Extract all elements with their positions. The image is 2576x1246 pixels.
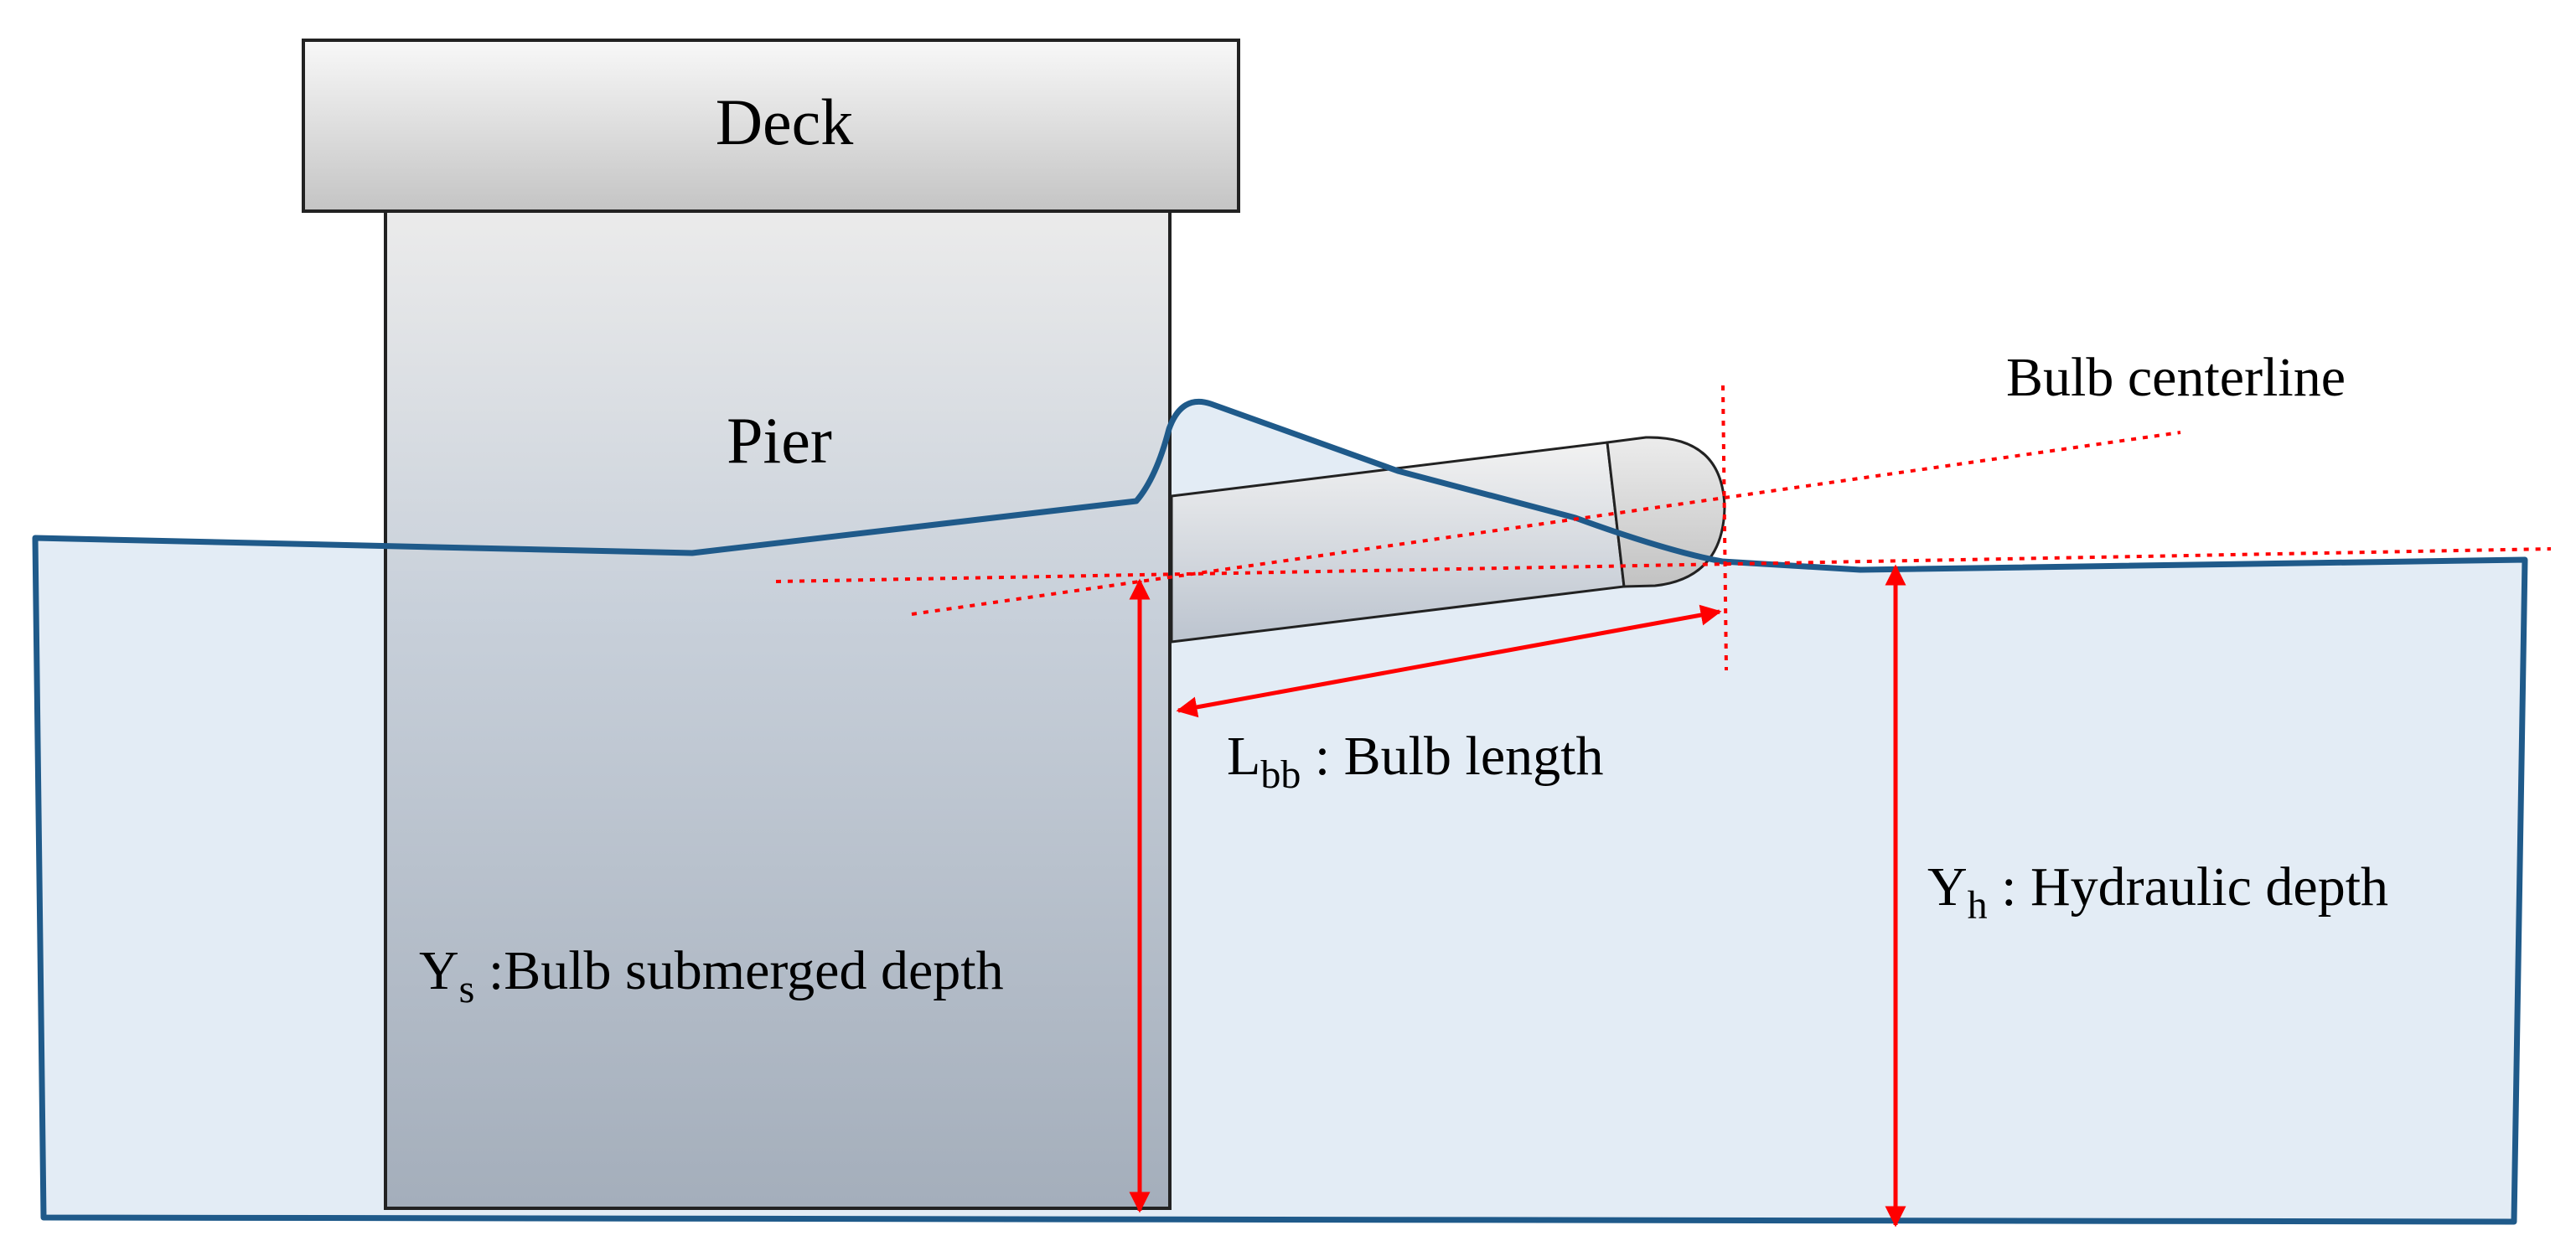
bulb-length-arrow (1176, 604, 1722, 718)
hydraulic-depth-label: Yh : Hydraulic depth (1927, 856, 2388, 928)
submerged-depth-subscript: s (459, 967, 475, 1011)
bulb-length-symbol: L (1227, 726, 1260, 787)
bulb-submerged-depth-label: Ys :Bulb submerged depth (419, 940, 1004, 1011)
hydraulic-depth-symbol: Y (1927, 856, 1968, 918)
reference-lines (775, 385, 2552, 671)
bulb-centerline-label: Bulb centerline (2006, 347, 2346, 408)
bulb-nose (1606, 436, 1726, 588)
water-level-reference-line (775, 547, 2552, 583)
submerged-depth-symbol: Y (419, 940, 459, 1001)
bulb-tip-vertical-line (1721, 385, 1728, 671)
deck-label: Deck (716, 85, 854, 158)
water-surface-line (32, 398, 2528, 1225)
pier-label: Pier (727, 404, 832, 477)
dimension-arrows (1129, 564, 1906, 1228)
pier (384, 209, 1172, 1210)
submerged-depth-text: :Bulb submerged depth (474, 940, 1003, 1001)
bulb-length-text: : Bulb length (1301, 726, 1603, 787)
bulb-centerline-line (911, 431, 2181, 616)
hydraulic-depth-text: : Hydraulic depth (1988, 856, 2388, 918)
bulb-length-label: Lbb : Bulb length (1227, 726, 1604, 797)
deck (302, 39, 1240, 213)
hydraulic-depth-subscript: h (1968, 883, 1988, 928)
bulb-length-subscript: bb (1260, 752, 1301, 797)
